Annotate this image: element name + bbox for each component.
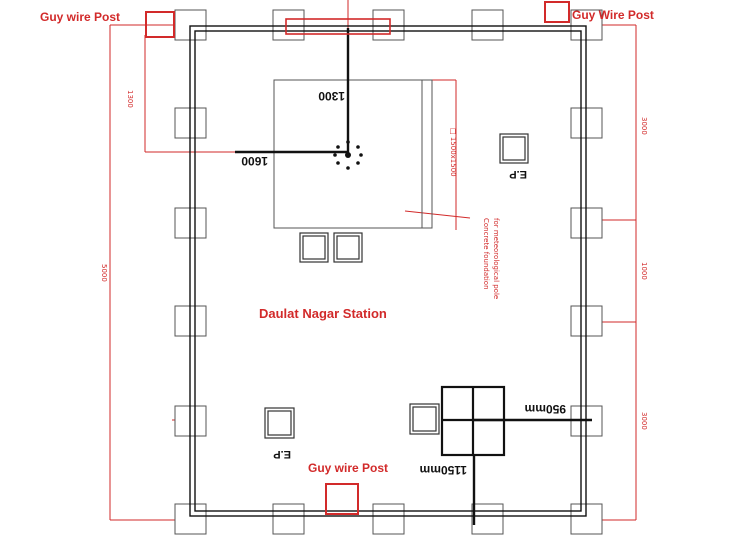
fence-boundary (189, 25, 587, 517)
fence-posts (174, 9, 603, 535)
ep-right-label: E.P (509, 168, 527, 180)
dim-right-3000-bottom: 3000 (640, 412, 648, 430)
dim-1300-label: 1300 (318, 89, 345, 103)
equipment-foundation (440, 385, 506, 457)
dim-1150-label: 1150mm (420, 463, 467, 477)
concrete-note-line2: for meteorological pole (492, 218, 500, 299)
guy-wire-post-bottom-box (325, 483, 359, 515)
dim-1600-label: 1600 (241, 154, 268, 168)
dim-right-3000-top: 3000 (640, 117, 648, 135)
station-name-label: Daulat Nagar Station (259, 306, 387, 321)
guy-wire-post-tl-box (145, 11, 175, 38)
concrete-foundation (273, 79, 433, 229)
concrete-note-line1: Concrete foundation (482, 218, 490, 290)
black-dimension-lines (235, 28, 592, 525)
dim-950-label: 950mm (525, 402, 566, 416)
dim-left-5000: 5000 (100, 264, 108, 282)
earth-pit-boxes (264, 133, 529, 439)
dim-right-1000: 1000 (640, 262, 648, 280)
dim-left-1300: 1300 (126, 90, 134, 108)
guy-wire-posts (145, 1, 570, 515)
guy-wire-post-tr-label: Guy Wire Post (572, 8, 654, 22)
concrete-size-label: □ 1500x1500 (449, 128, 457, 177)
guy-wire-post-tr-box (544, 1, 570, 23)
ep-left-label: E.P (273, 448, 291, 460)
top-highlight-box (285, 18, 391, 35)
red-dimension-lines (109, 0, 637, 521)
guy-wire-post-tl-label: Guy wire Post (40, 10, 120, 24)
guy-wire-post-bottom-label: Guy wire Post (308, 461, 388, 475)
